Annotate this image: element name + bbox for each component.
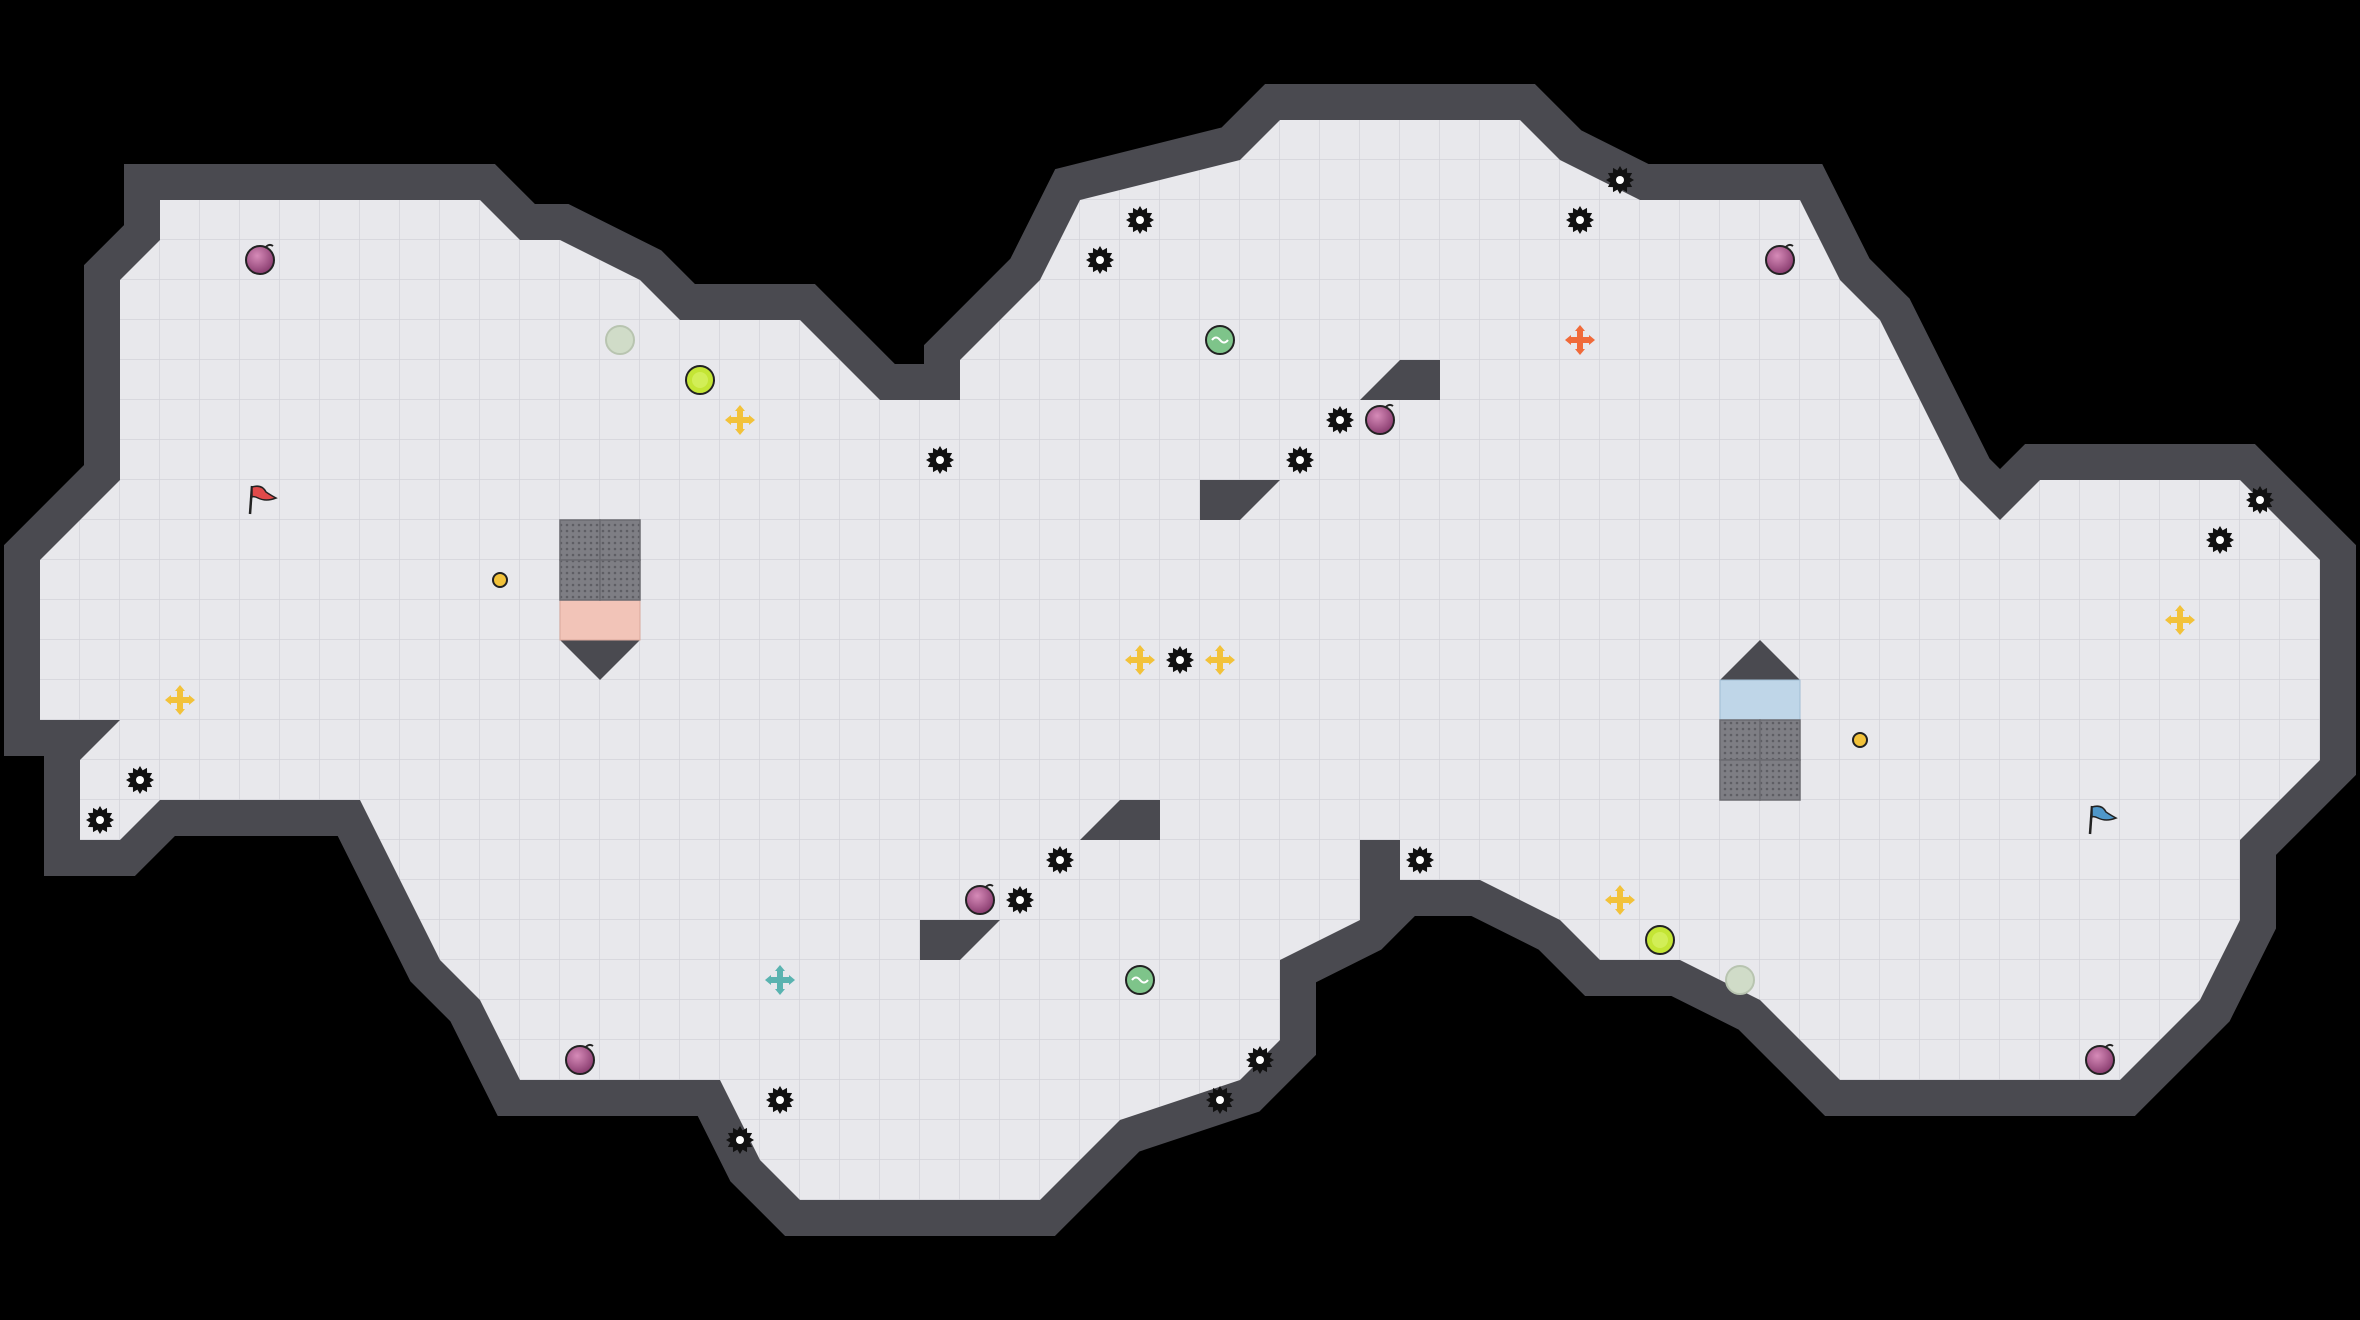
spike-icon (1606, 166, 1634, 194)
mesh-tile (599, 559, 641, 601)
blue-gate (1719, 679, 1801, 721)
spike-icon (1046, 846, 1074, 874)
powerup-spawn-icon (605, 325, 635, 355)
button-icon (1852, 732, 1868, 748)
bomb-icon (565, 1043, 595, 1075)
boost-icon (1565, 325, 1595, 355)
mesh-tile (1719, 719, 1761, 761)
spike-icon (726, 1126, 754, 1154)
mesh-tile (559, 559, 601, 601)
red-gate (559, 599, 641, 641)
map-items (86, 166, 2274, 1154)
bomb-icon (965, 883, 995, 915)
blue-flag-icon (2088, 805, 2118, 835)
spike-icon (1566, 206, 1594, 234)
spike-icon (1166, 646, 1194, 674)
mesh-tile (1759, 719, 1801, 761)
spike-icon (1286, 446, 1314, 474)
boost-icon (725, 405, 755, 435)
boost-icon (1205, 645, 1235, 675)
bomb-icon (245, 243, 275, 275)
powerup-icon (1645, 925, 1675, 955)
boost-icon (1125, 645, 1155, 675)
portal-icon (1205, 325, 1235, 355)
spike-icon (2206, 526, 2234, 554)
spike-icon (1006, 886, 1034, 914)
spike-icon (2246, 486, 2274, 514)
mesh-tile (1759, 759, 1801, 801)
boost-icon (1605, 885, 1635, 915)
powerup-icon (685, 365, 715, 395)
powerup-spawn-icon (1725, 965, 1755, 995)
spike-icon (86, 806, 114, 834)
spike-icon (1246, 1046, 1274, 1074)
spike-icon (926, 446, 954, 474)
spike-icon (126, 766, 154, 794)
mesh-tile (599, 519, 641, 561)
bomb-icon (1365, 403, 1395, 435)
spike-icon (766, 1086, 794, 1114)
mesh-tile (1719, 759, 1761, 801)
bomb-icon (1765, 243, 1795, 275)
boost-icon (2165, 605, 2195, 635)
spike-icon (1206, 1086, 1234, 1114)
spike-icon (1326, 406, 1354, 434)
mesh-tile (559, 519, 601, 561)
spike-icon (1126, 206, 1154, 234)
boost-icon (165, 685, 195, 715)
button-icon (492, 572, 508, 588)
spike-icon (1086, 246, 1114, 274)
spike-icon (1406, 846, 1434, 874)
bomb-icon (2085, 1043, 2115, 1075)
inner-walls (560, 360, 1800, 960)
portal-icon (1125, 965, 1155, 995)
boost-icon (765, 965, 795, 995)
bomb-tiles (559, 519, 1801, 801)
red-flag-icon (248, 485, 278, 515)
